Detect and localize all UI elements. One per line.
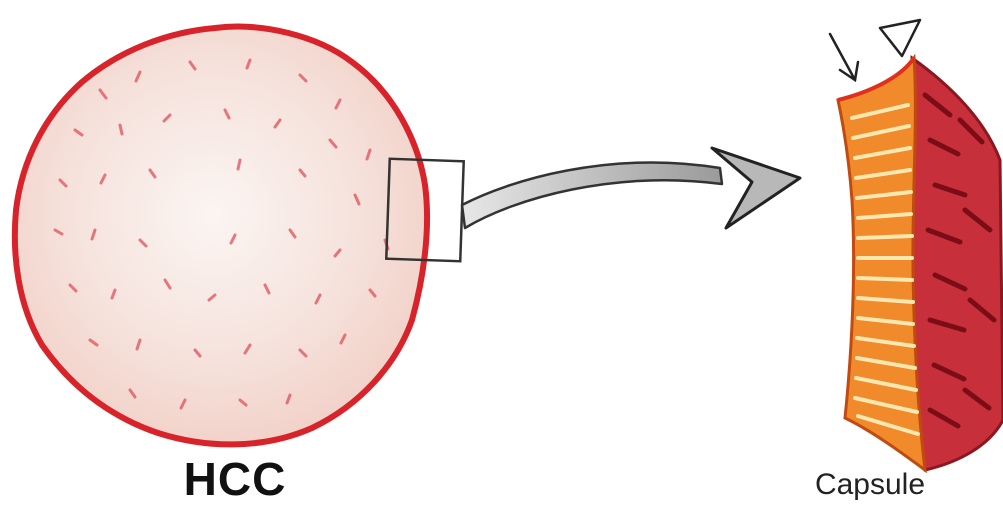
pointer-arrow-icon [830, 34, 858, 80]
arrow-shaft [462, 163, 722, 228]
capsule-detail [830, 20, 1003, 470]
hcc-label: HCC [160, 452, 310, 506]
capsule-inner-layer [838, 58, 925, 470]
open-arrowhead-icon [880, 20, 920, 56]
arrow-icon [712, 148, 800, 228]
hcc-tumor [15, 27, 464, 445]
tumor-outline [15, 27, 427, 445]
magnify-arrow [462, 148, 800, 228]
capsule-label: Capsule [785, 468, 955, 502]
